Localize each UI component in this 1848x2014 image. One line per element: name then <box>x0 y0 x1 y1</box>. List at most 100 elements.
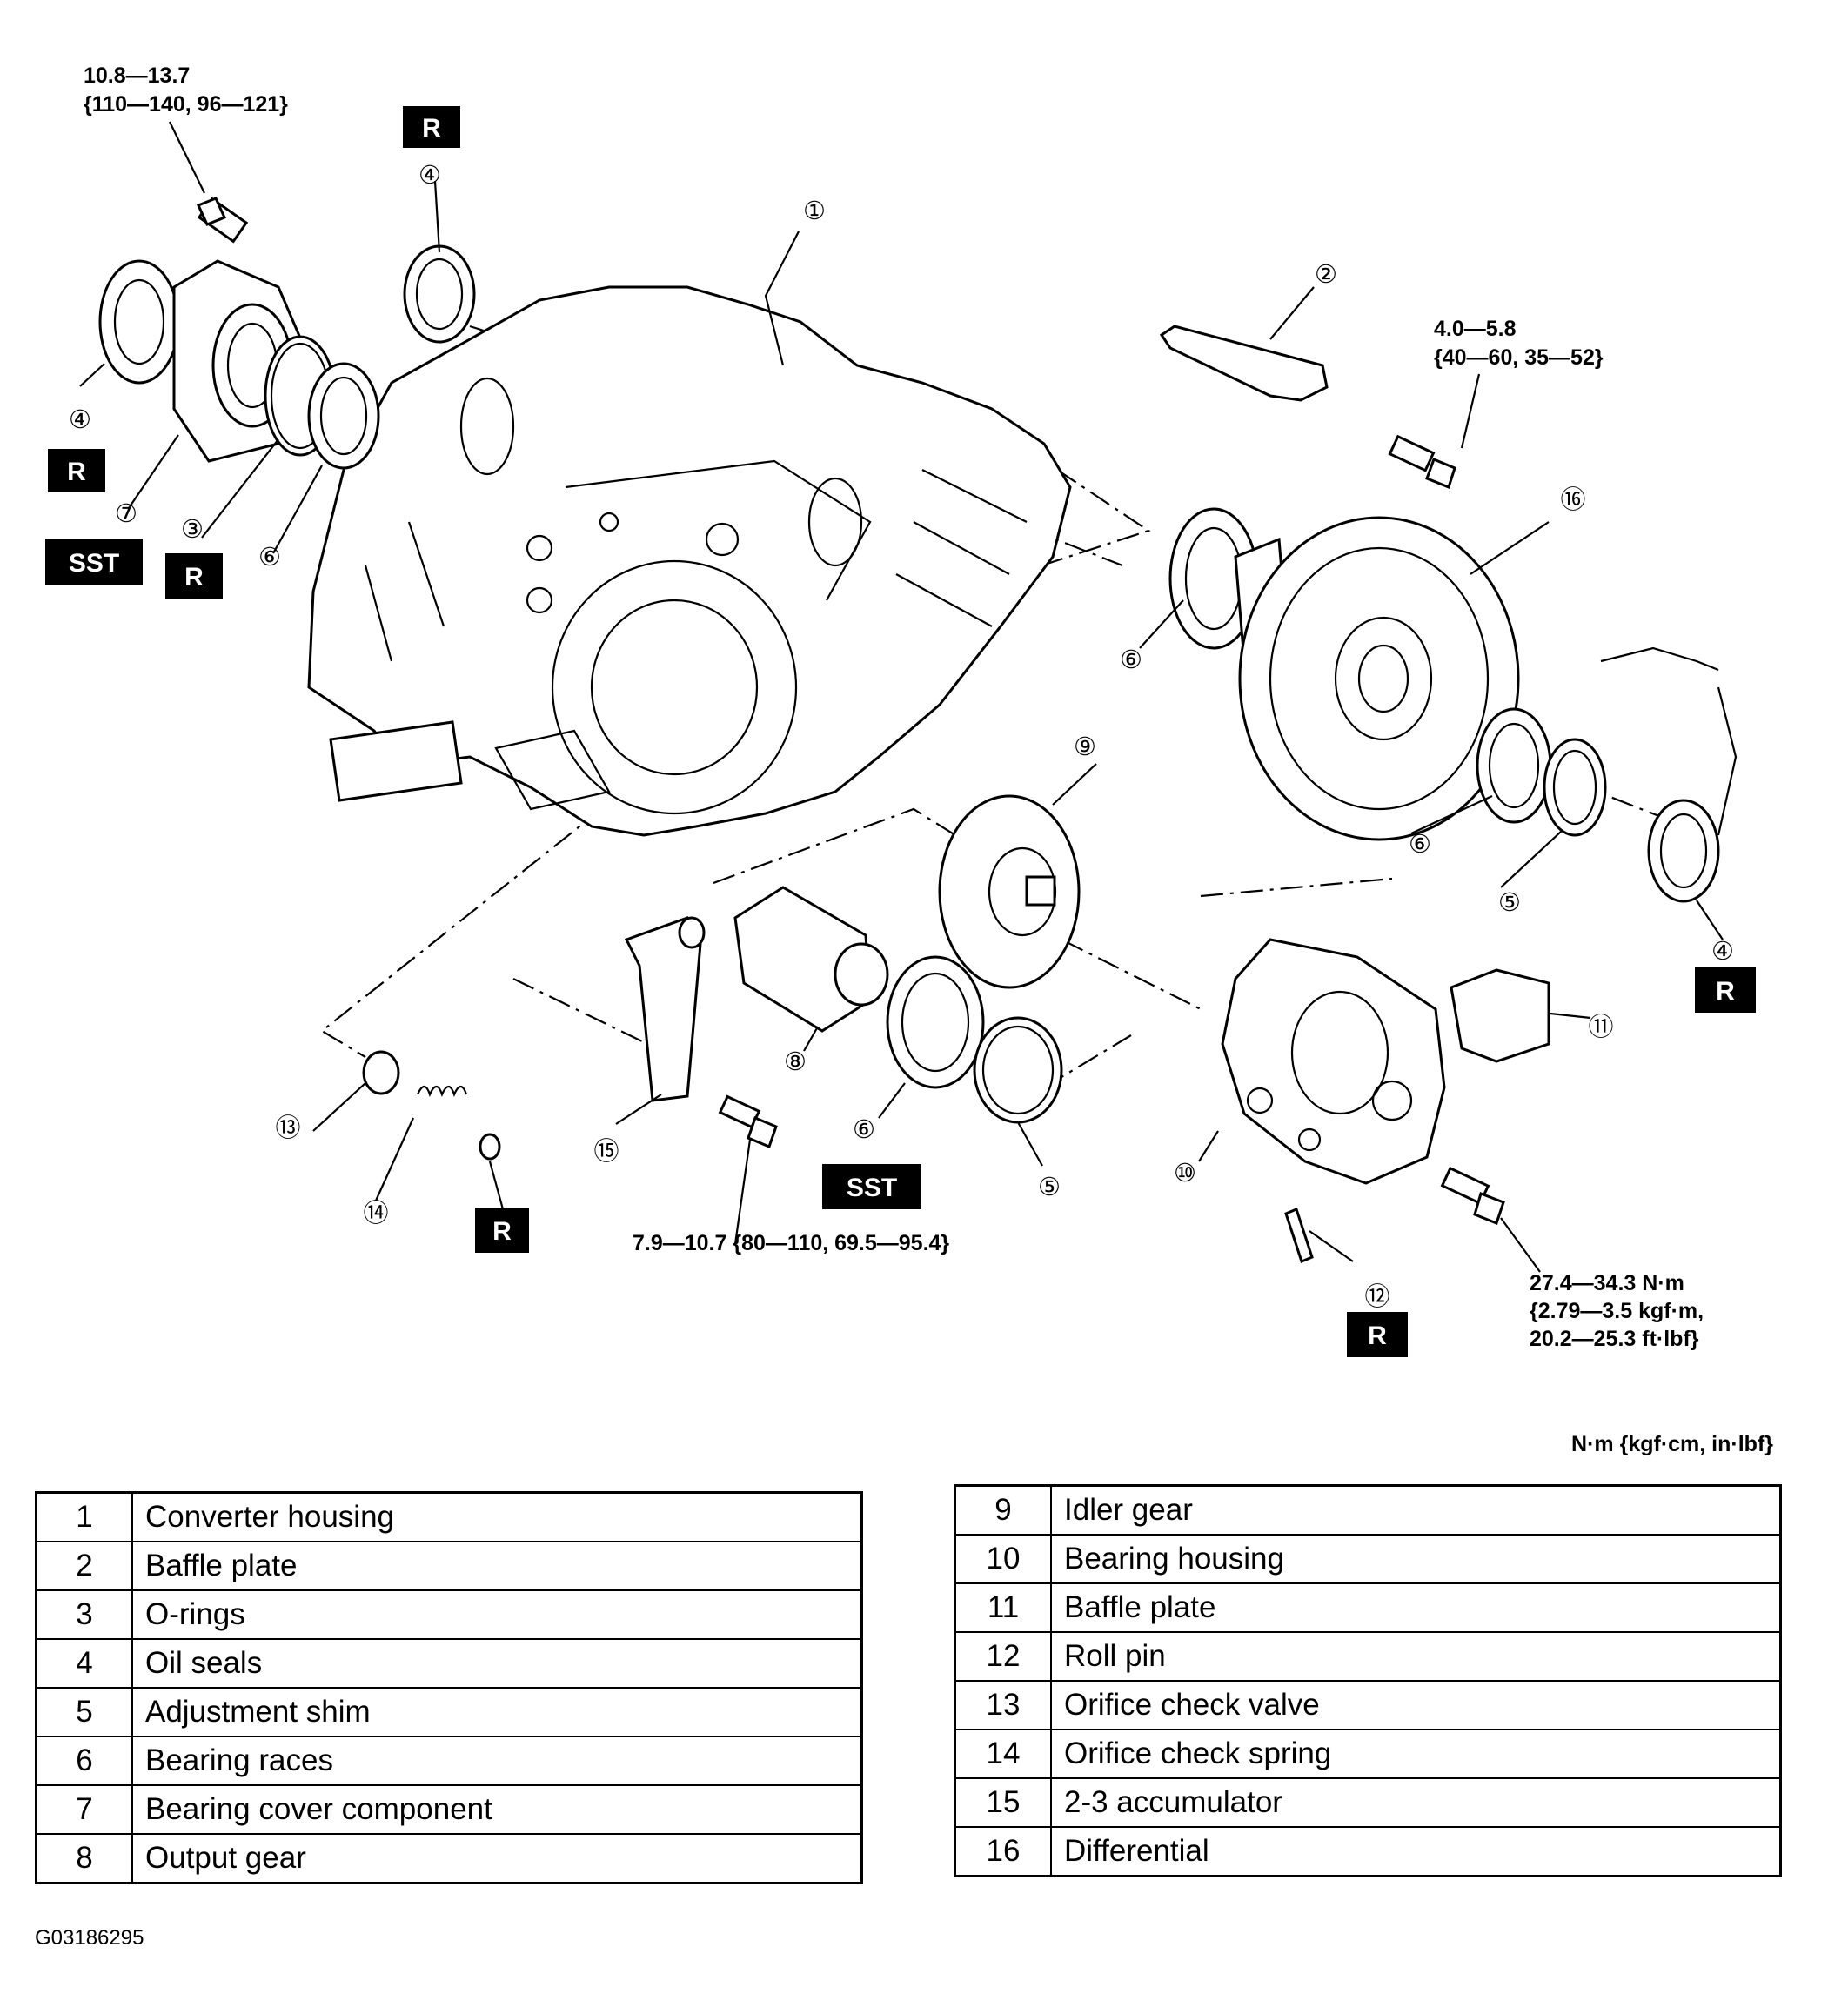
callout-9: ⑨ <box>1074 733 1096 761</box>
part-name: Roll pin <box>1050 1631 1782 1682</box>
part-number: 6 <box>35 1736 133 1786</box>
oil-seal-top <box>403 244 476 344</box>
tag-sst-left: SST <box>45 539 143 585</box>
bearing-housing <box>1221 938 1446 1185</box>
part-number: 16 <box>954 1826 1052 1877</box>
callout-11: ⑪ <box>1588 1014 1613 1041</box>
part-number: 1 <box>35 1491 133 1542</box>
svg-text:R: R <box>422 114 441 143</box>
callout-10: ⑩ <box>1174 1160 1196 1188</box>
callout-7: ⑦ <box>115 500 137 528</box>
output-gear <box>733 886 889 1033</box>
tag-r-oring: R <box>165 553 223 599</box>
orifice-check-valve <box>362 1050 400 1095</box>
svg-text:R: R <box>1368 1321 1387 1350</box>
part-name: Bearing housing <box>1050 1534 1782 1584</box>
part-name: Orifice check valve <box>1050 1680 1782 1730</box>
part-name: Adjustment shim <box>131 1687 863 1737</box>
svg-text:SST: SST <box>69 549 119 578</box>
torque-bearing-housing-3: 20.2—25.3 ft·lbf} <box>1530 1327 1699 1351</box>
callout-6-diff-right: ⑥ <box>1409 831 1431 859</box>
part-name: Converter housing <box>131 1491 863 1542</box>
leader-lines <box>79 121 1724 1273</box>
callout-6-diff-left: ⑥ <box>1120 646 1142 674</box>
part-name: 2-3 accumulator <box>1050 1777 1782 1828</box>
output-shim <box>973 1016 1063 1124</box>
callout-6-left: ⑥ <box>258 544 281 572</box>
callout-5-right: ⑤ <box>1498 889 1521 917</box>
part-number: 12 <box>954 1631 1052 1682</box>
callout-numbers: ① ② ③ ④ ④ ④ ⑤ ⑤ ⑥ ⑥ ⑥ ⑥ ⑦ ⑧ ⑨ ⑩ ⑪ ⑫ ⑬ ⑭ … <box>69 162 1734 1311</box>
part-name: Output gear <box>131 1833 863 1884</box>
part-name: Bearing cover component <box>131 1784 863 1835</box>
tag-r-small-oring: R <box>475 1208 529 1253</box>
part-number: 9 <box>954 1484 1052 1536</box>
callout-4-top: ④ <box>418 162 441 190</box>
callout-2: ② <box>1315 261 1337 289</box>
differential-oil-seal <box>1647 799 1720 903</box>
torque-baffle-plate-2: {40—60, 35—52} <box>1434 345 1604 370</box>
callout-13: ⑬ <box>275 1114 300 1142</box>
torque-bearing-cover-2: {110—140, 96—121} <box>84 92 288 117</box>
o-ring-small <box>479 1133 501 1161</box>
callout-4-left: ④ <box>69 406 91 434</box>
part-number: 5 <box>35 1687 133 1737</box>
part-name: Differential <box>1050 1826 1782 1877</box>
orifice-check-spring <box>416 1085 468 1098</box>
converter-housing <box>307 285 1072 837</box>
part-number: 10 <box>954 1534 1052 1584</box>
part-number: 4 <box>35 1638 133 1689</box>
part-number: 13 <box>954 1680 1052 1730</box>
part-number: 15 <box>954 1777 1052 1828</box>
part-name: Idler gear <box>1050 1484 1782 1536</box>
part-name: Orifice check spring <box>1050 1729 1782 1779</box>
callout-1: ① <box>803 197 826 225</box>
part-name: Baffle plate <box>1050 1582 1782 1633</box>
torque-bearing-cover-1: 10.8—13.7 <box>84 64 190 88</box>
svg-text:R: R <box>184 563 204 592</box>
exploded-view-diagram: 10.8—13.7 {110—140, 96—121} 4.0—5.8 {40—… <box>45 64 1756 1357</box>
part-number: 11 <box>954 1582 1052 1633</box>
tag-sst-lower: SST <box>822 1164 921 1209</box>
part-number: 3 <box>35 1589 133 1640</box>
part-name: Oil seals <box>131 1638 863 1689</box>
figure-id: G03186295 <box>35 1926 144 1950</box>
case-outline-right <box>1600 646 1738 836</box>
svg-text:R: R <box>1716 977 1735 1006</box>
units-note: N·m {kgf·cm, in·lbf} <box>1571 1432 1773 1456</box>
svg-text:R: R <box>492 1217 512 1246</box>
bearing-race-upper <box>307 362 380 470</box>
tag-r-top: R <box>403 106 460 148</box>
bearing-housing-bolt <box>1440 1166 1505 1225</box>
tag-r-right: R <box>1695 967 1756 1013</box>
callout-16: ⑯ <box>1560 486 1585 514</box>
part-name: Bearing races <box>131 1736 863 1786</box>
tags: R R SST R R SST R R <box>45 106 1756 1357</box>
callout-6-lower: ⑥ <box>853 1116 875 1144</box>
torque-bearing-housing-1: 27.4—34.3 N·m <box>1530 1271 1684 1295</box>
part-number: 8 <box>35 1833 133 1884</box>
callout-5-lower: ⑤ <box>1038 1174 1061 1201</box>
torque-accumulator: 7.9—10.7 {80—110, 69.5—95.4} <box>633 1231 949 1255</box>
baffle-plate-bolt <box>1388 434 1456 489</box>
baffle-plate-right <box>1450 968 1550 1063</box>
part-number: 2 <box>35 1541 133 1591</box>
tag-r-left: R <box>48 449 105 492</box>
accumulator-bolt <box>718 1094 778 1148</box>
accumulator <box>624 916 706 1102</box>
differential <box>1168 507 1520 841</box>
part-number: 7 <box>35 1784 133 1835</box>
roll-pin <box>1284 1207 1314 1264</box>
